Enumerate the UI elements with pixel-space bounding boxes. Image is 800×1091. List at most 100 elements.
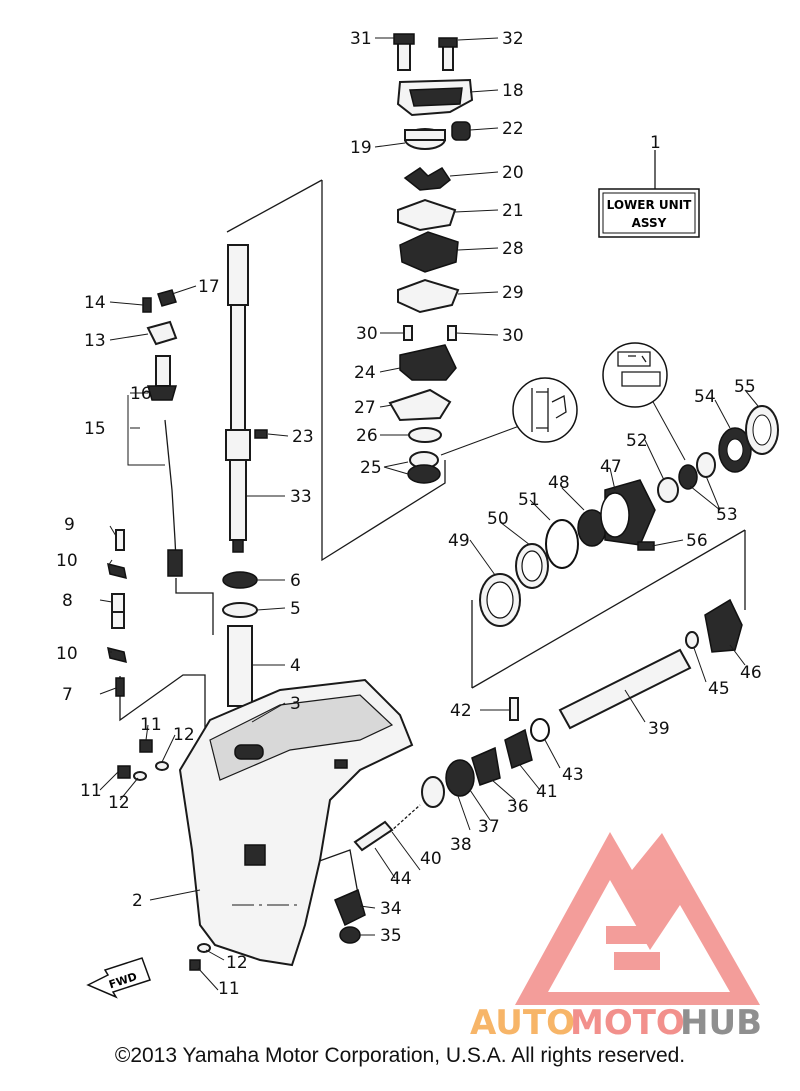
callout-8: 8: [62, 591, 73, 611]
dowel-22-icon: [451, 121, 471, 141]
callout-56: 56: [686, 531, 708, 551]
propshaft-parts: [334, 405, 779, 944]
pinion-34-icon: [334, 888, 366, 927]
clip-10-bottom-icon: [107, 646, 127, 664]
callout-10a: 10: [56, 551, 78, 571]
plug-11-bottom-icon: [189, 959, 201, 971]
watermark-wordmark: AUTO MOTO HUB: [470, 1003, 762, 1043]
callout-4: 4: [290, 656, 301, 676]
leader-bearing-zoom: [440, 424, 523, 456]
plug-11-upper-icon: [139, 739, 153, 753]
callout-1: 1: [650, 133, 661, 153]
oring-26-icon: [408, 427, 442, 443]
assy-box-line-2: ASSY: [632, 216, 667, 230]
gasket-12-lower-icon: [133, 771, 147, 781]
gasket-12-upper-icon: [155, 761, 169, 771]
pin-8-lower-icon: [111, 611, 125, 629]
gear-36-icon: [471, 746, 501, 786]
bearing-detail-circle: [512, 377, 578, 443]
callout-54: 54: [694, 387, 716, 407]
watermark-triangle-icon: [515, 832, 760, 1005]
callout-46: 46: [740, 663, 762, 683]
clutch-41-icon: [504, 728, 533, 770]
seal-25-bottom-icon: [407, 464, 441, 484]
cable-15-end-icon: [167, 549, 183, 577]
callout-28: 28: [502, 239, 524, 259]
driveshaft-shaft-icon: [230, 304, 246, 431]
callout-42: 42: [450, 701, 472, 721]
fwd-arrow-icon: [86, 957, 151, 999]
pin-30-left-icon: [403, 325, 413, 341]
callout-30b: 30: [502, 326, 524, 346]
callout-22: 22: [502, 119, 524, 139]
spring-43-icon: [530, 718, 550, 742]
cable-15-icon: [164, 419, 177, 561]
callout-39: 39: [648, 719, 670, 739]
callout-41: 41: [536, 782, 558, 802]
callout-6: 6: [290, 571, 301, 591]
driveshaft-end-icon: [232, 539, 244, 553]
gasket-21-icon: [397, 198, 457, 232]
callout-34: 34: [380, 899, 402, 919]
callout-11c: 11: [218, 979, 240, 999]
pin-8-icon: [111, 593, 125, 613]
water-pump-parts: [388, 33, 474, 484]
callout-35: 35: [380, 926, 402, 946]
rod-16-upper-icon: [155, 355, 171, 387]
seal-53-a-icon: [678, 464, 698, 490]
key-56-icon: [637, 541, 655, 551]
seal-5-icon: [222, 602, 258, 618]
frame-cable-link: [175, 578, 214, 635]
rod-16-base-icon: [147, 385, 177, 401]
gasket-29-icon: [397, 278, 460, 314]
callout-29: 29: [502, 283, 524, 303]
assy-box-line-1: LOWER UNIT: [607, 198, 693, 212]
propshaft-39-icon: [558, 648, 692, 730]
spring-40-icon: [389, 804, 421, 833]
callout-2: 2: [132, 891, 143, 911]
callout-52: 52: [626, 431, 648, 451]
bearing-52-icon: [657, 477, 679, 503]
leader-seal-zoom: [651, 399, 686, 461]
seal-detail-circle: [602, 342, 668, 408]
bearing-detail-icon: [531, 388, 567, 432]
callout-20: 20: [502, 163, 524, 183]
screw-14-icon: [142, 297, 152, 313]
insert-19-body-icon: [404, 129, 446, 141]
callout-9: 9: [64, 515, 75, 535]
callout-48: 48: [548, 473, 570, 493]
pin-42-icon: [509, 697, 519, 721]
driveshaft-collar-icon: [225, 429, 251, 461]
bolt-31-head-icon: [393, 33, 415, 45]
callout-38: 38: [450, 835, 472, 855]
frame-pump-group: [321, 180, 446, 562]
shim-38-icon: [421, 776, 445, 808]
driveshaft-spline-icon: [227, 244, 249, 306]
callout-50: 50: [487, 509, 509, 529]
callout-44: 44: [390, 869, 412, 889]
lower-casing-port-icon: [234, 744, 264, 760]
callout-36: 36: [507, 797, 529, 817]
watermark-moto: MOTO: [570, 1003, 685, 1043]
seal-detail-icon: [617, 351, 661, 387]
clip-10-top-icon: [107, 562, 127, 580]
bearing-37-icon: [445, 759, 475, 797]
seal-53-b-icon: [696, 452, 716, 478]
callout-11a: 11: [140, 715, 162, 735]
callout-32: 32: [502, 29, 524, 49]
watermark-bars-icon: [606, 926, 660, 970]
callout-45: 45: [708, 679, 730, 699]
callout-11b: 11: [80, 781, 102, 801]
key-23-icon: [254, 429, 268, 439]
callout-26: 26: [356, 426, 378, 446]
impeller-20-icon: [403, 167, 452, 191]
callout-43: 43: [562, 765, 584, 785]
lower-casing-marker-icon: [334, 759, 348, 769]
callout-12c: 12: [226, 953, 248, 973]
bracket-13-icon: [146, 320, 178, 346]
driveshaft-parts: [222, 244, 268, 734]
callout-17: 17: [198, 277, 220, 297]
watermark-hub: HUB: [680, 1003, 762, 1043]
